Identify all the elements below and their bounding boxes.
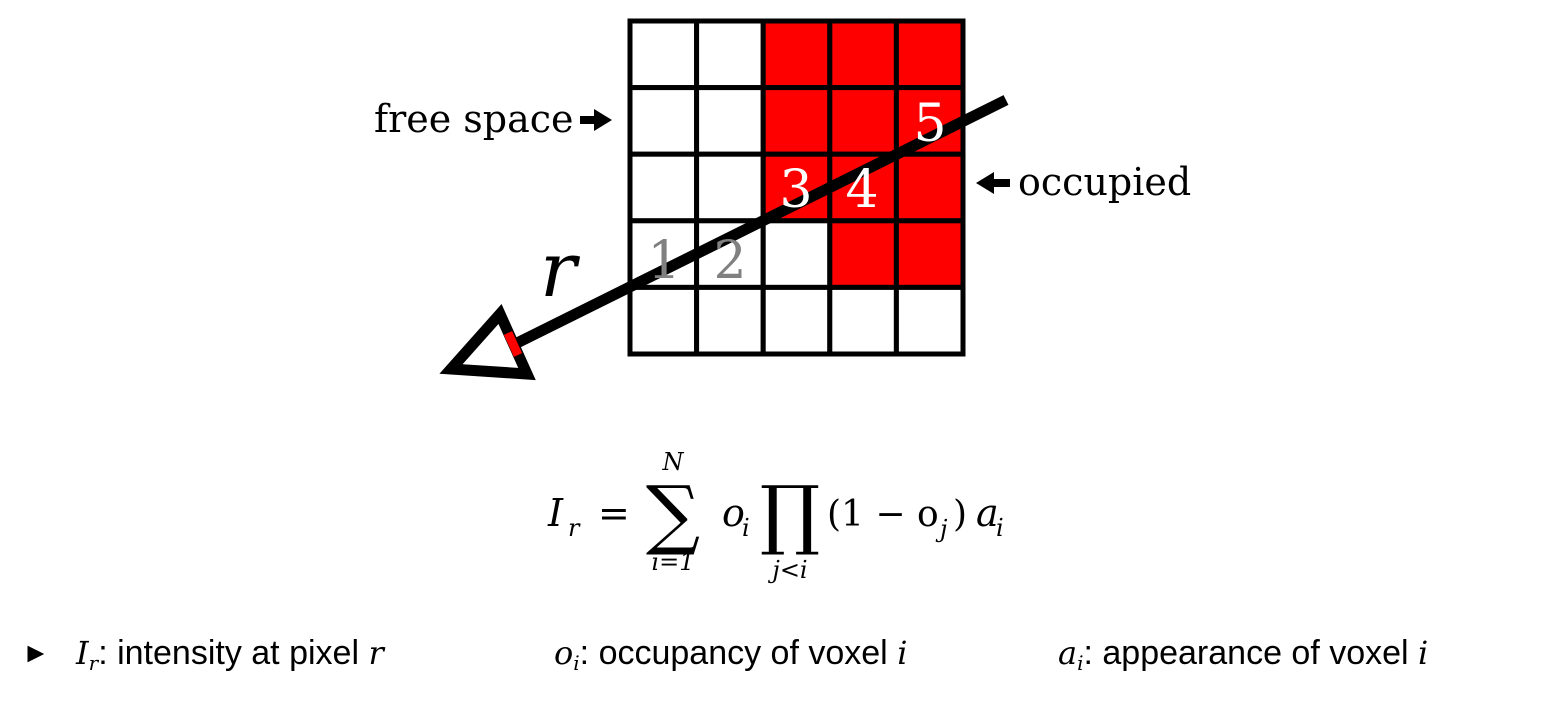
- free-space-label: free space: [374, 97, 574, 141]
- occupied-label: occupied: [1018, 160, 1191, 204]
- legend-item-intensity: Ir: intensity at pixel r: [76, 628, 384, 688]
- sum-lower: i=1: [651, 548, 694, 576]
- formula-lhs-sub: r: [568, 514, 581, 542]
- voxel-free: [827, 284, 899, 357]
- voxel-free: [627, 18, 700, 91]
- voxel-number-4: 4: [845, 160, 878, 220]
- voxel-free: [627, 151, 700, 224]
- voxel-occupied: [893, 151, 966, 224]
- ray-line: [510, 95, 1009, 350]
- voxel-free: [694, 85, 766, 157]
- voxel-occupied: [827, 85, 899, 157]
- legend-sym: o: [554, 634, 574, 672]
- voxel-free: [760, 284, 833, 357]
- legend-sub: i: [573, 651, 580, 675]
- legend-sym: a: [1058, 634, 1078, 672]
- voxel-free: [760, 218, 833, 290]
- formula-o-sub: i: [742, 514, 750, 542]
- product-symbol-icon: ∏: [760, 469, 821, 558]
- voxel-number-1: 1: [647, 231, 680, 291]
- voxel-number-5: 5: [913, 94, 946, 154]
- formula-factor: (1 − o: [827, 494, 939, 535]
- legend-sym: I: [76, 634, 89, 672]
- legend-text: : occupancy of voxel: [579, 634, 898, 672]
- voxel-occupied: [760, 85, 833, 157]
- voxel-grid: [627, 18, 966, 357]
- legend-item-occupancy: oi: occupancy of voxel i: [554, 628, 907, 688]
- voxel-occupied: [760, 18, 833, 91]
- voxel-free: [627, 85, 700, 157]
- prod-lower: j<i: [767, 556, 807, 584]
- voxel-free: [694, 151, 766, 224]
- legend-text: : appearance of voxel: [1083, 634, 1419, 672]
- legend-sub: r: [88, 651, 99, 675]
- voxel-number-3: 3: [779, 160, 812, 220]
- formula-lhs: I: [547, 491, 564, 535]
- voxel-occupied: [893, 18, 966, 91]
- legend-var: i: [897, 634, 908, 672]
- legend-var: r: [368, 634, 384, 672]
- sum-upper: N: [662, 448, 685, 476]
- voxel-free: [627, 284, 700, 357]
- right-arrow-icon: [580, 109, 612, 131]
- formula-equals: =: [598, 491, 630, 535]
- voxel-free: [694, 18, 766, 91]
- legend: ► Ir: intensity at pixel r oi: occupancy…: [22, 628, 1542, 678]
- ray-label: r: [540, 225, 581, 314]
- left-arrow-icon: [976, 172, 1010, 194]
- voxel-free: [893, 284, 966, 357]
- formula-o: o: [722, 491, 745, 535]
- voxel-occupied: [827, 18, 899, 91]
- voxel-number-2: 2: [713, 231, 746, 291]
- legend-sub: i: [1077, 651, 1084, 675]
- legend-text: : intensity at pixel: [98, 634, 369, 672]
- formula-a-sub: i: [996, 514, 1004, 542]
- voxel-free: [694, 284, 766, 357]
- bullet-icon: ►: [22, 637, 50, 668]
- formula-a: a: [976, 491, 999, 535]
- legend-item-appearance: ai: appearance of voxel i: [1058, 628, 1428, 688]
- sum-symbol-icon: ∑: [646, 469, 700, 558]
- rendering-formula: I r = N ∑ i=1 o i ∏ j<i (1 − o j ) a i: [547, 448, 1004, 584]
- camera-tip-icon: [503, 331, 523, 357]
- voxel-occupied: [827, 218, 899, 290]
- voxel-occupied: [893, 218, 966, 290]
- formula-factor-close: ): [953, 494, 967, 535]
- legend-var: i: [1418, 634, 1429, 672]
